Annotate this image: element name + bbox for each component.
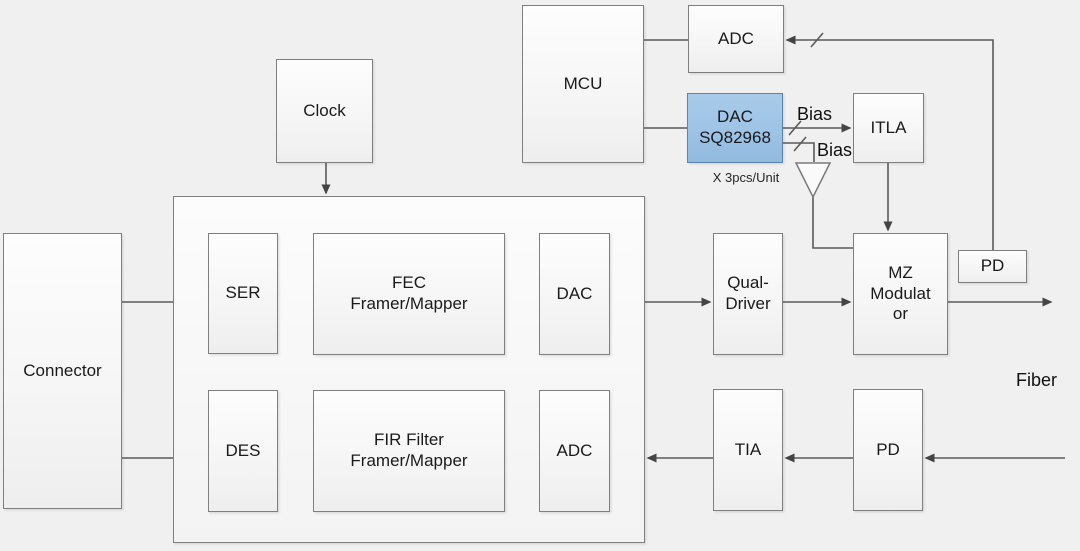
dac-quantity-note: X 3pcs/Unit [712, 170, 780, 185]
node-fir-filter-framer-mapper: FIR Filter Framer/Mapper [313, 390, 505, 512]
bias-to-itla-label: Bias [797, 104, 833, 124]
node-tia: TIA [713, 389, 783, 511]
bias-to-mz-label: Bias [817, 140, 853, 160]
wire-dacbias-to-amplifier [783, 142, 815, 162]
node-clock: Clock [276, 59, 373, 163]
node-mz-modulator: MZ Modulat or [853, 233, 948, 355]
node-itla: ITLA [853, 93, 924, 163]
node-mcu: MCU [522, 5, 644, 163]
node-adc-core: ADC [539, 390, 610, 512]
amplifier-triangle-icon [794, 162, 832, 199]
bus-width-slash-icon [810, 32, 824, 48]
node-fec-framer-mapper: FEC Framer/Mapper [313, 233, 505, 355]
node-adc-monitor: ADC [688, 5, 784, 73]
node-dac-sq82968: DAC SQ82968 [687, 93, 783, 163]
bus-width-slash-icon [793, 136, 807, 152]
node-connector: Connector [3, 233, 122, 509]
node-des: DES [208, 390, 278, 512]
node-ser: SER [208, 233, 278, 354]
node-pd-receive: PD [853, 389, 923, 511]
wire-amplifier-to-mz [812, 197, 853, 249]
fiber-label: Fiber [1016, 370, 1058, 390]
node-dac-core: DAC [539, 233, 610, 355]
node-qual-driver: Qual- Driver [713, 233, 783, 355]
node-pd-tap: PD [958, 250, 1027, 283]
